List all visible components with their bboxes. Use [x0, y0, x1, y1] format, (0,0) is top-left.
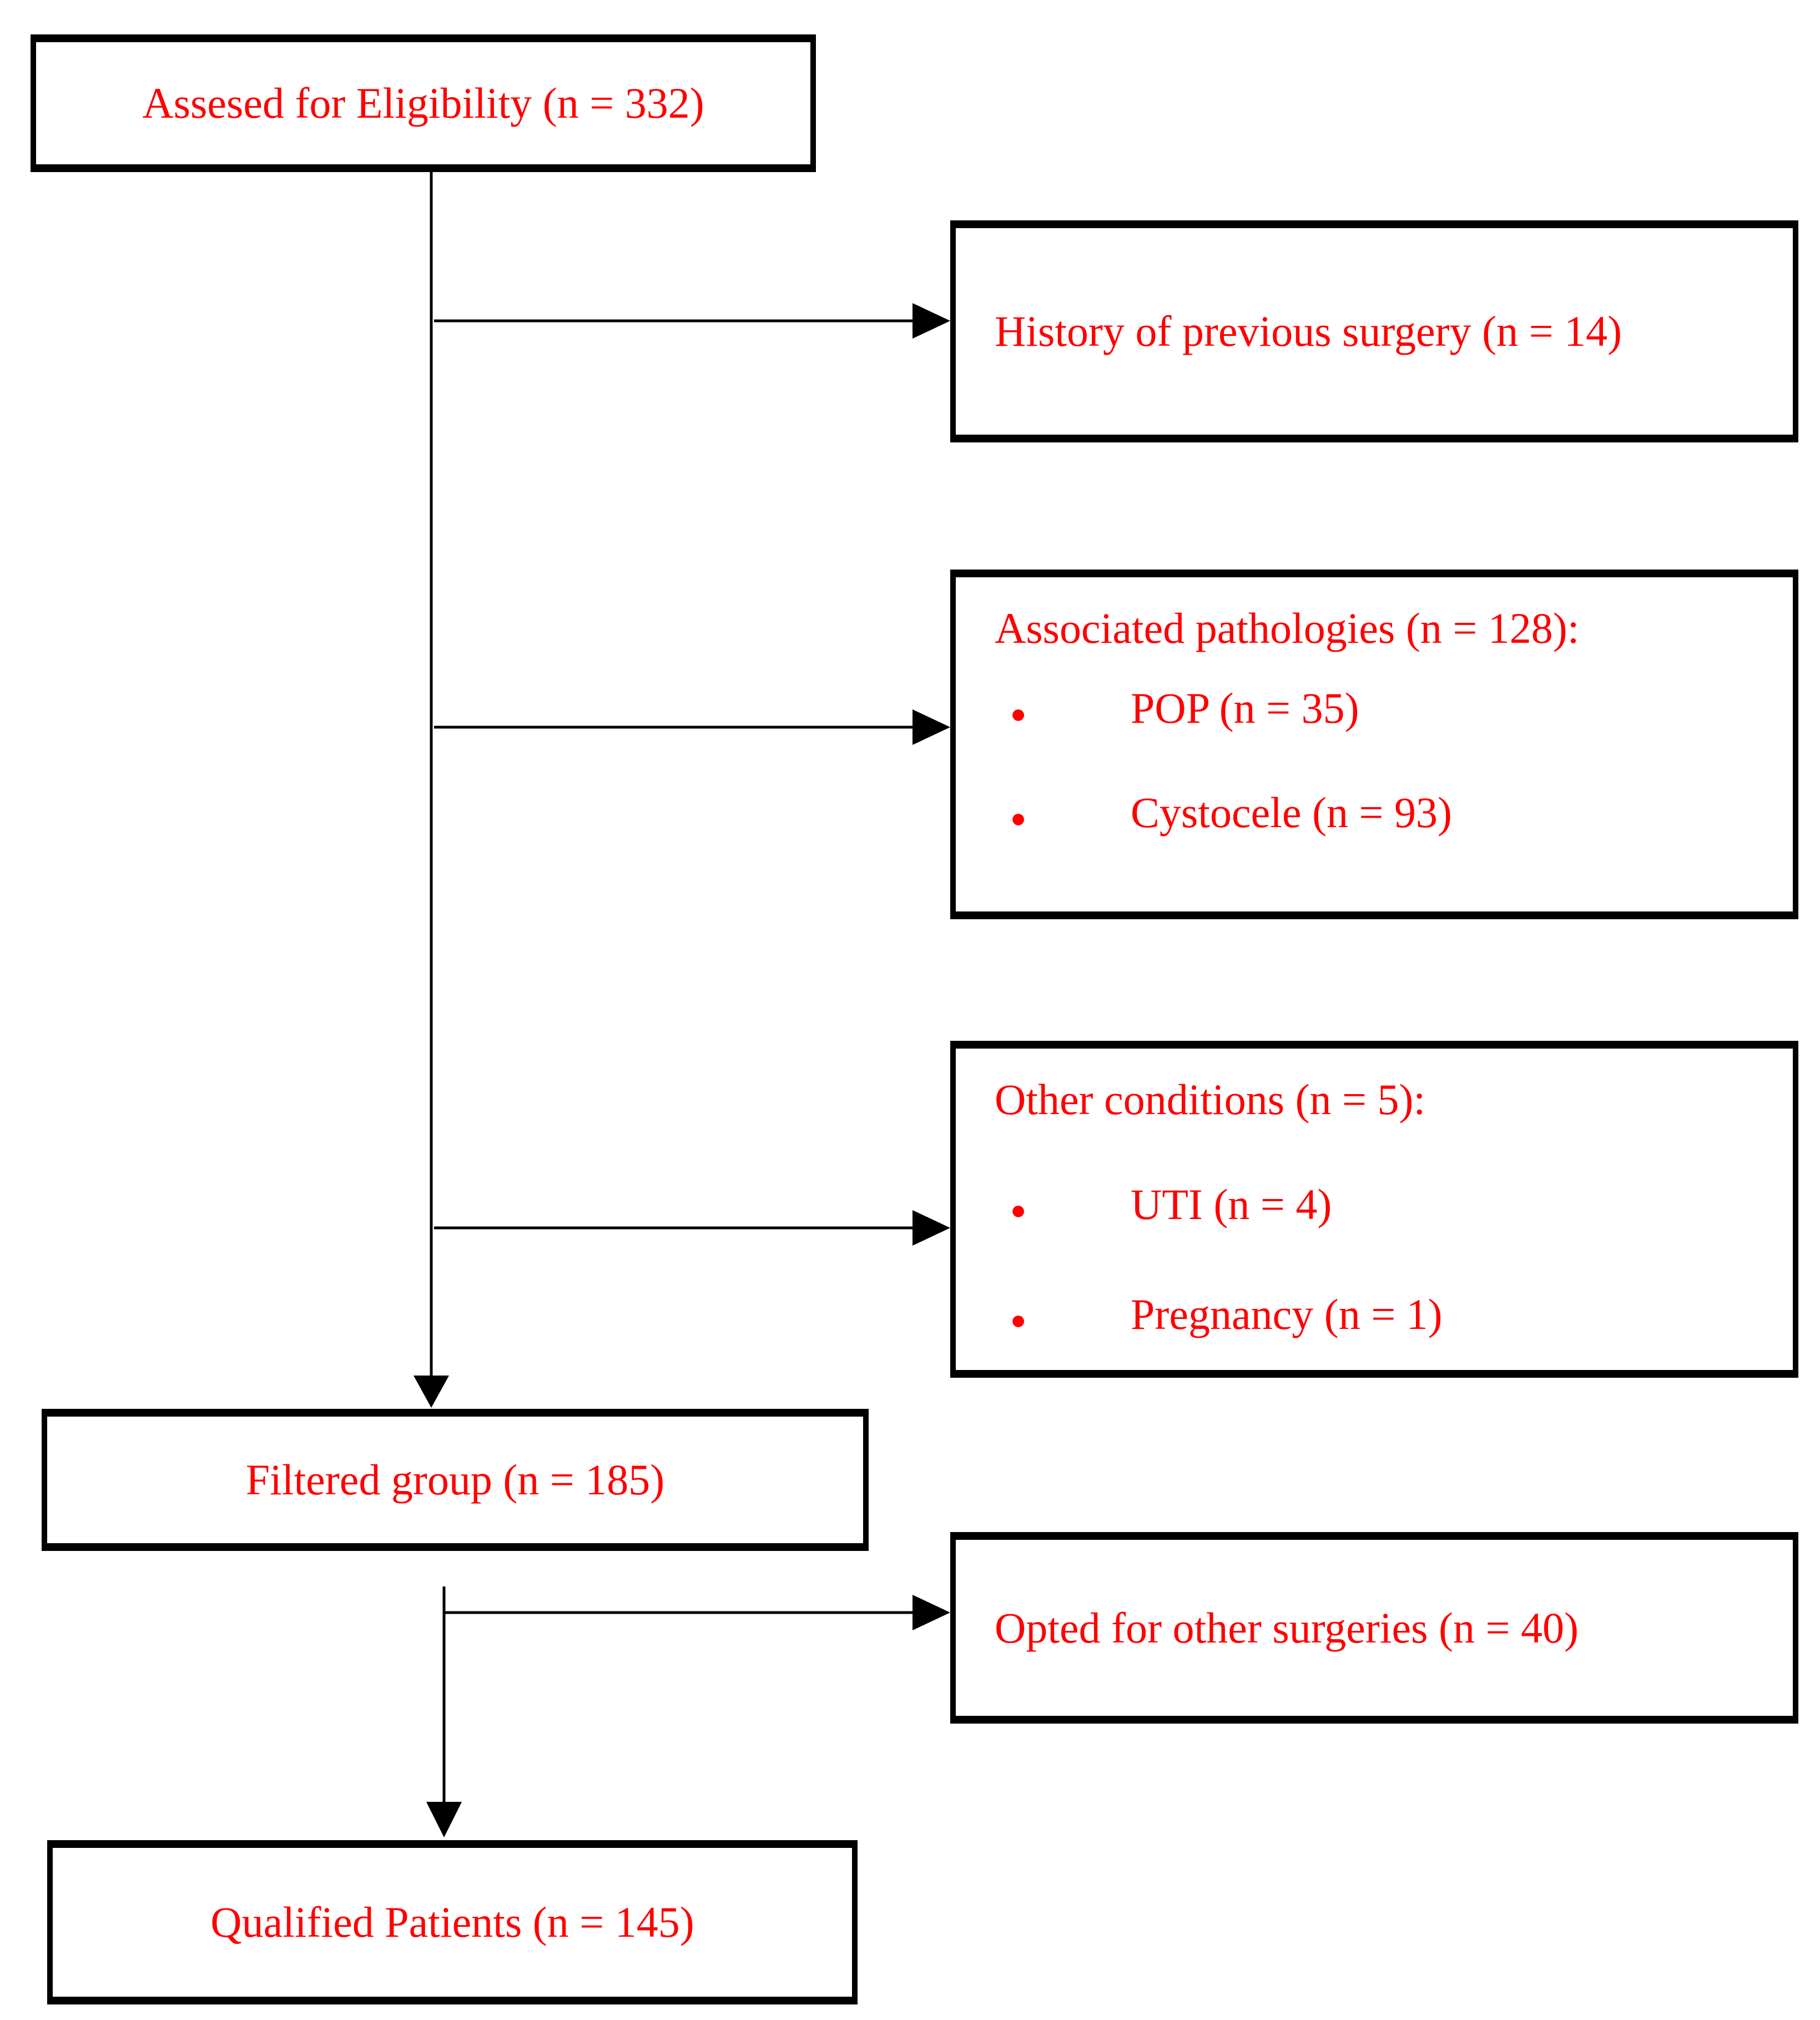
arrowhead-to-opted — [912, 1595, 950, 1630]
arrowhead-to-history — [912, 303, 950, 339]
node-other-conditions: Other conditions (n = 5): ● UTI (n = 4) … — [950, 1041, 1798, 1378]
node-qualified-label: Qualified Patients (n = 145) — [210, 1898, 694, 1947]
node-filtered-label: Filtered group (n = 185) — [245, 1455, 665, 1504]
bullet-icon: ● — [1010, 699, 1027, 729]
list-item: ● Pregnancy (n = 1) — [995, 1288, 1771, 1341]
arrowhead-to-other-conditions — [912, 1210, 950, 1246]
bullet-icon: ● — [1010, 1195, 1027, 1225]
node-filtered-group: Filtered group (n = 185) — [42, 1409, 869, 1551]
node-history-label: History of previous surgery (n = 14) — [995, 307, 1622, 356]
list-item-label: POP (n = 35) — [1131, 683, 1359, 732]
arrowhead-to-filtered — [414, 1376, 449, 1408]
node-assessed-label: Assesed for Eligibility (n = 332) — [142, 79, 704, 128]
node-assessed-eligibility: Assesed for Eligibility (n = 332) — [31, 34, 816, 172]
node-history-previous-surgery: History of previous surgery (n = 14) — [950, 220, 1798, 442]
list-item: ● UTI (n = 4) — [995, 1178, 1771, 1231]
arrowhead-to-qualified — [426, 1802, 462, 1837]
list-item: ● Cystocele (n = 93) — [995, 787, 1771, 839]
list-item-label: Cystocele (n = 93) — [1131, 788, 1453, 837]
node-opted-label: Opted for other surgeries (n = 40) — [995, 1603, 1579, 1652]
node-opted-other-surgeries: Opted for other surgeries (n = 40) — [950, 1532, 1798, 1724]
bullet-icon: ● — [1010, 804, 1027, 834]
node-associated-pathologies: Associated pathologies (n = 128): ● POP … — [950, 570, 1798, 919]
node-pathologies-title: Associated pathologies (n = 128): — [995, 604, 1580, 652]
bullet-icon: ● — [1010, 1306, 1027, 1336]
list-item-label: UTI (n = 4) — [1131, 1180, 1332, 1228]
node-other-conditions-title: Other conditions (n = 5): — [995, 1075, 1426, 1124]
node-qualified-patients: Qualified Patients (n = 145) — [47, 1840, 858, 2004]
arrowhead-to-pathologies — [912, 709, 950, 745]
list-item-label: Pregnancy (n = 1) — [1131, 1290, 1443, 1339]
list-item: ● POP (n = 35) — [995, 682, 1771, 734]
